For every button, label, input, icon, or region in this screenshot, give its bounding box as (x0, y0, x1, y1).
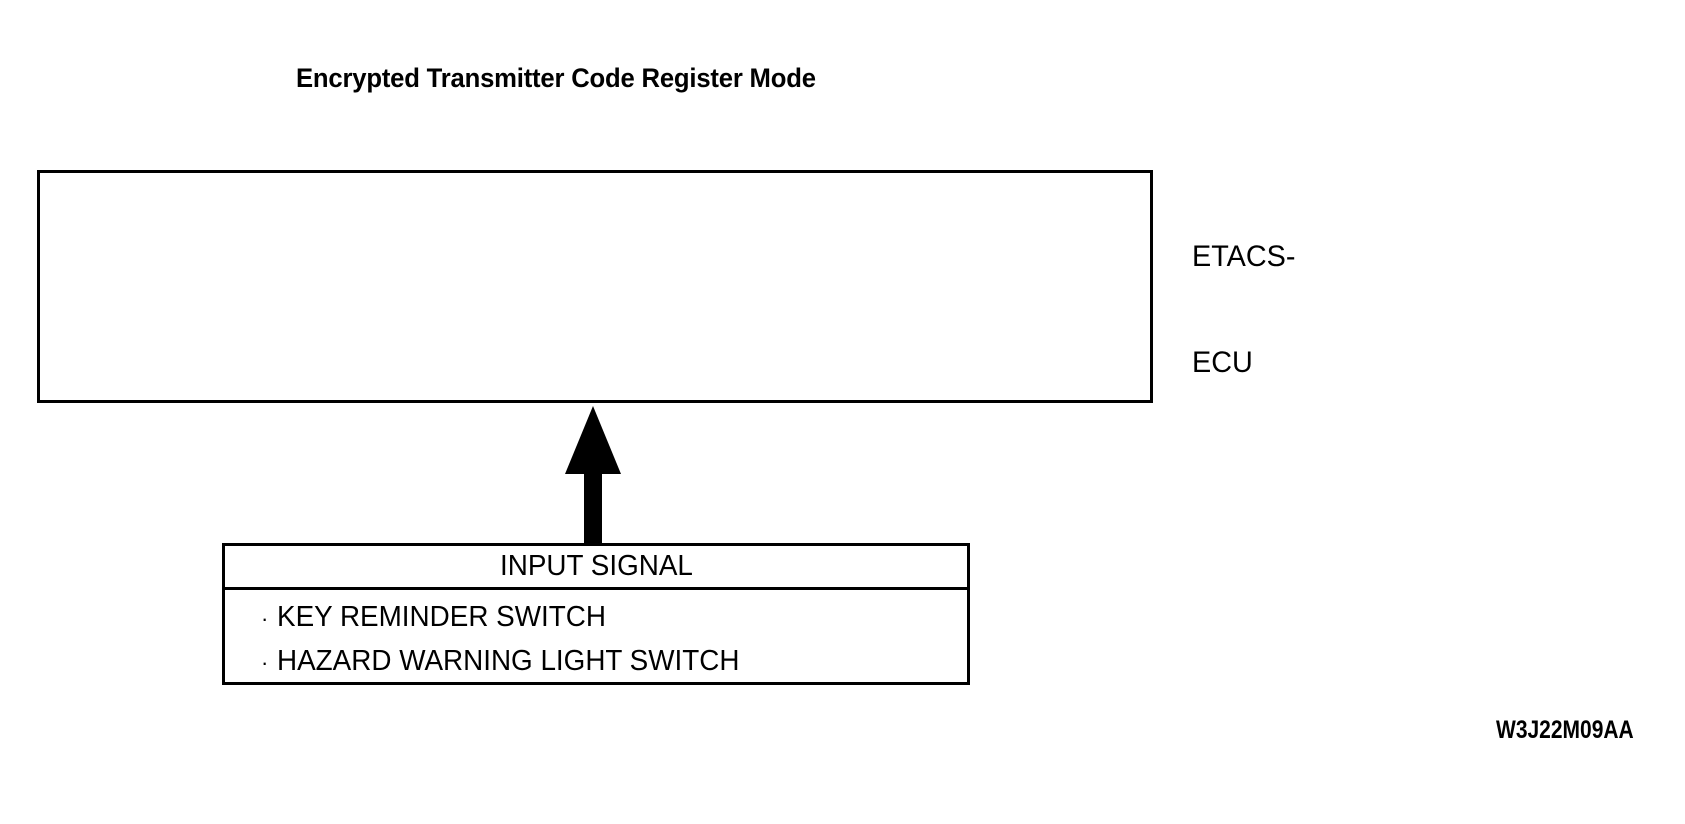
input-signal-header-label: INPUT SIGNAL (499, 550, 693, 582)
arrow-head (565, 406, 621, 474)
etacs-ecu-box (37, 170, 1153, 403)
bullet-dot-icon: · (261, 606, 269, 631)
etacs-ecu-label: ETACS- ECU (1192, 168, 1295, 451)
etacs-ecu-label-line-2: ECU (1192, 345, 1253, 379)
list-item: · KEY REMINDER SWITCH (261, 596, 967, 640)
figure-reference-code: W3J22M09AA (1496, 716, 1634, 744)
input-signal-header: INPUT SIGNAL (225, 546, 967, 590)
arrow-shaft (584, 472, 602, 552)
input-signal-arrow-up-icon (565, 406, 621, 552)
page-title: Encrypted Transmitter Code Register Mode (296, 63, 816, 93)
list-item-label: KEY REMINDER SWITCH (277, 601, 606, 633)
bullet-dot-icon: · (261, 649, 269, 675)
list-item: · HAZARD WARNING LIGHT SWITCH (261, 640, 967, 684)
input-signal-box: INPUT SIGNAL · KEY REMINDER SWITCH · HAZ… (222, 543, 970, 685)
etacs-ecu-label-line-1: ETACS- (1192, 239, 1296, 273)
input-signal-list: · KEY REMINDER SWITCH · HAZARD WARNING L… (225, 590, 967, 683)
list-item-label: HAZARD WARNING LIGHT SWITCH (277, 644, 740, 677)
